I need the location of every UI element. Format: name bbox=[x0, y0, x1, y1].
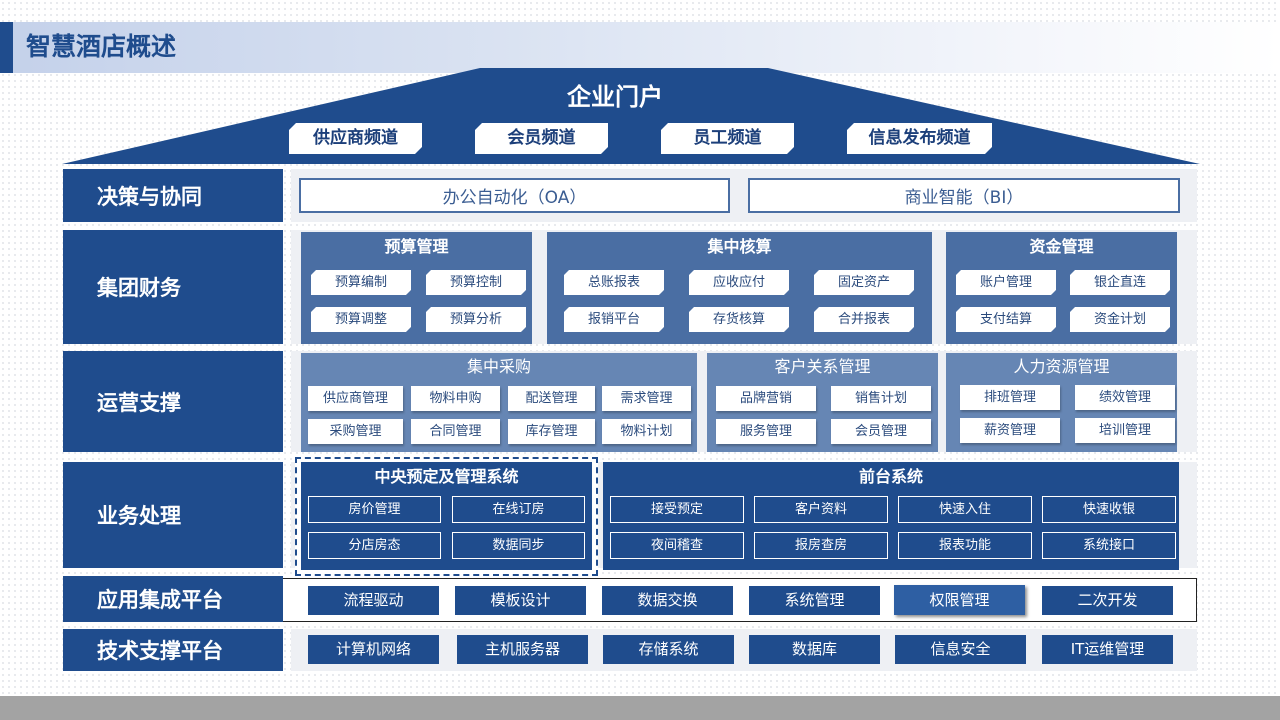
page-title: 智慧酒店概述 bbox=[26, 32, 177, 61]
chip-system-interface[interactable]: 系统接口 bbox=[1042, 532, 1176, 559]
panel-title-accounting: 集中核算 bbox=[707, 237, 772, 256]
chip-training-management[interactable]: 培训管理 bbox=[1075, 418, 1175, 443]
panel-title-procurement: 集中采购 bbox=[466, 357, 531, 376]
chip-customer-profile[interactable]: 客户资料 bbox=[754, 496, 888, 523]
btn-data-exchange[interactable]: 数据交换 bbox=[602, 586, 733, 615]
chip-night-audit[interactable]: 夜间稽查 bbox=[610, 532, 744, 559]
panel-title-budget: 预算管理 bbox=[384, 237, 449, 256]
btn-secondary-development[interactable]: 二次开发 bbox=[1042, 586, 1173, 615]
btn-permission-management[interactable]: 权限管理 bbox=[894, 585, 1025, 615]
channel-staff[interactable]: 员工频道 bbox=[661, 123, 794, 154]
chip-inventory-accounting[interactable]: 存货核算 bbox=[689, 307, 789, 332]
chip-accept-booking[interactable]: 接受预定 bbox=[610, 496, 744, 523]
panel-title-hr: 人力资源管理 bbox=[1013, 357, 1110, 376]
oa-box[interactable]: 办公自动化（OA） bbox=[299, 178, 730, 213]
btn-host-server[interactable]: 主机服务器 bbox=[457, 635, 588, 664]
btn-template-design[interactable]: 模板设计 bbox=[455, 586, 586, 615]
title-band bbox=[0, 22, 1280, 73]
bottom-bar bbox=[0, 696, 1280, 720]
chip-sales-plan[interactable]: 销售计划 bbox=[831, 386, 931, 411]
btn-process-driven[interactable]: 流程驱动 bbox=[308, 586, 439, 615]
chip-shift-management[interactable]: 排班管理 bbox=[960, 385, 1060, 410]
chip-demand-management[interactable]: 需求管理 bbox=[602, 386, 691, 411]
chip-stock-management[interactable]: 库存管理 bbox=[508, 419, 595, 444]
chip-supplier-management[interactable]: 供应商管理 bbox=[308, 386, 403, 411]
row-label-tech: 技术支撑平台 bbox=[63, 629, 283, 671]
chip-brand-marketing[interactable]: 品牌营销 bbox=[716, 386, 816, 411]
row-label-decision: 决策与协同 bbox=[63, 169, 283, 222]
btn-info-security[interactable]: 信息安全 bbox=[895, 635, 1026, 664]
chip-salary-management[interactable]: 薪资管理 bbox=[960, 418, 1060, 443]
chip-ledger-report[interactable]: 总账报表 bbox=[564, 270, 664, 295]
channel-supplier[interactable]: 供应商频道 bbox=[289, 123, 422, 154]
chip-quick-checkout[interactable]: 快速收银 bbox=[1042, 496, 1176, 523]
row-label-finance: 集团财务 bbox=[63, 230, 283, 344]
row-label-integration: 应用集成平台 bbox=[63, 576, 283, 622]
chip-budget-adjust[interactable]: 预算调整 bbox=[311, 307, 411, 332]
chip-branch-room-status[interactable]: 分店房态 bbox=[308, 532, 441, 559]
portal-title: 企业门户 bbox=[567, 83, 663, 111]
panel-title-central-booking: 中央预定及管理系统 bbox=[374, 467, 519, 486]
title-accent-bar bbox=[0, 22, 13, 73]
row-label-operation: 运营支撑 bbox=[63, 351, 283, 452]
chip-report-function[interactable]: 报表功能 bbox=[898, 532, 1032, 559]
chip-service-management[interactable]: 服务管理 bbox=[716, 419, 816, 444]
btn-storage-system[interactable]: 存储系统 bbox=[603, 635, 734, 664]
chip-fund-plan[interactable]: 资金计划 bbox=[1070, 307, 1170, 332]
chip-reimbursement[interactable]: 报销平台 bbox=[564, 307, 664, 332]
channel-info-release[interactable]: 信息发布频道 bbox=[847, 123, 992, 154]
chip-delivery-management[interactable]: 配送管理 bbox=[508, 386, 595, 411]
chip-budget-control[interactable]: 预算控制 bbox=[426, 270, 526, 295]
chip-online-booking[interactable]: 在线订房 bbox=[452, 496, 585, 523]
btn-it-operations[interactable]: IT运维管理 bbox=[1042, 635, 1173, 664]
chip-contract-management[interactable]: 合同管理 bbox=[411, 419, 500, 444]
chip-room-rate[interactable]: 房价管理 bbox=[308, 496, 441, 523]
chip-payment-settlement[interactable]: 支付结算 bbox=[956, 307, 1056, 332]
btn-system-management[interactable]: 系统管理 bbox=[749, 586, 880, 615]
panel-title-crm: 客户关系管理 bbox=[774, 357, 871, 376]
chip-budget-compile[interactable]: 预算编制 bbox=[311, 270, 411, 295]
bi-box[interactable]: 商业智能（BI） bbox=[748, 178, 1180, 213]
chip-account-management[interactable]: 账户管理 bbox=[956, 270, 1056, 295]
chip-material-request[interactable]: 物料申购 bbox=[411, 386, 500, 411]
chip-bank-direct[interactable]: 银企直连 bbox=[1070, 270, 1170, 295]
chip-quick-checkin[interactable]: 快速入住 bbox=[898, 496, 1032, 523]
chip-purchase-management[interactable]: 采购管理 bbox=[308, 419, 403, 444]
chip-performance-management[interactable]: 绩效管理 bbox=[1075, 385, 1175, 410]
panel-central-booking bbox=[301, 462, 592, 570]
btn-database[interactable]: 数据库 bbox=[749, 635, 880, 664]
chip-consolidated-report[interactable]: 合并报表 bbox=[814, 307, 914, 332]
chip-fixed-assets[interactable]: 固定资产 bbox=[814, 270, 914, 295]
chip-budget-analysis[interactable]: 预算分析 bbox=[426, 307, 526, 332]
row-label-business: 业务处理 bbox=[63, 462, 283, 568]
channel-member[interactable]: 会员频道 bbox=[475, 123, 608, 154]
panel-title-funds: 资金管理 bbox=[1029, 237, 1094, 256]
panel-title-front-desk: 前台系统 bbox=[858, 467, 923, 486]
btn-computer-network[interactable]: 计算机网络 bbox=[308, 635, 439, 664]
chip-material-plan[interactable]: 物料计划 bbox=[602, 419, 691, 444]
panel-front-desk bbox=[603, 462, 1179, 570]
chip-data-sync[interactable]: 数据同步 bbox=[452, 532, 585, 559]
chip-member-management[interactable]: 会员管理 bbox=[831, 419, 931, 444]
chip-receivable-payable[interactable]: 应收应付 bbox=[689, 270, 789, 295]
chip-room-report[interactable]: 报房查房 bbox=[754, 532, 888, 559]
